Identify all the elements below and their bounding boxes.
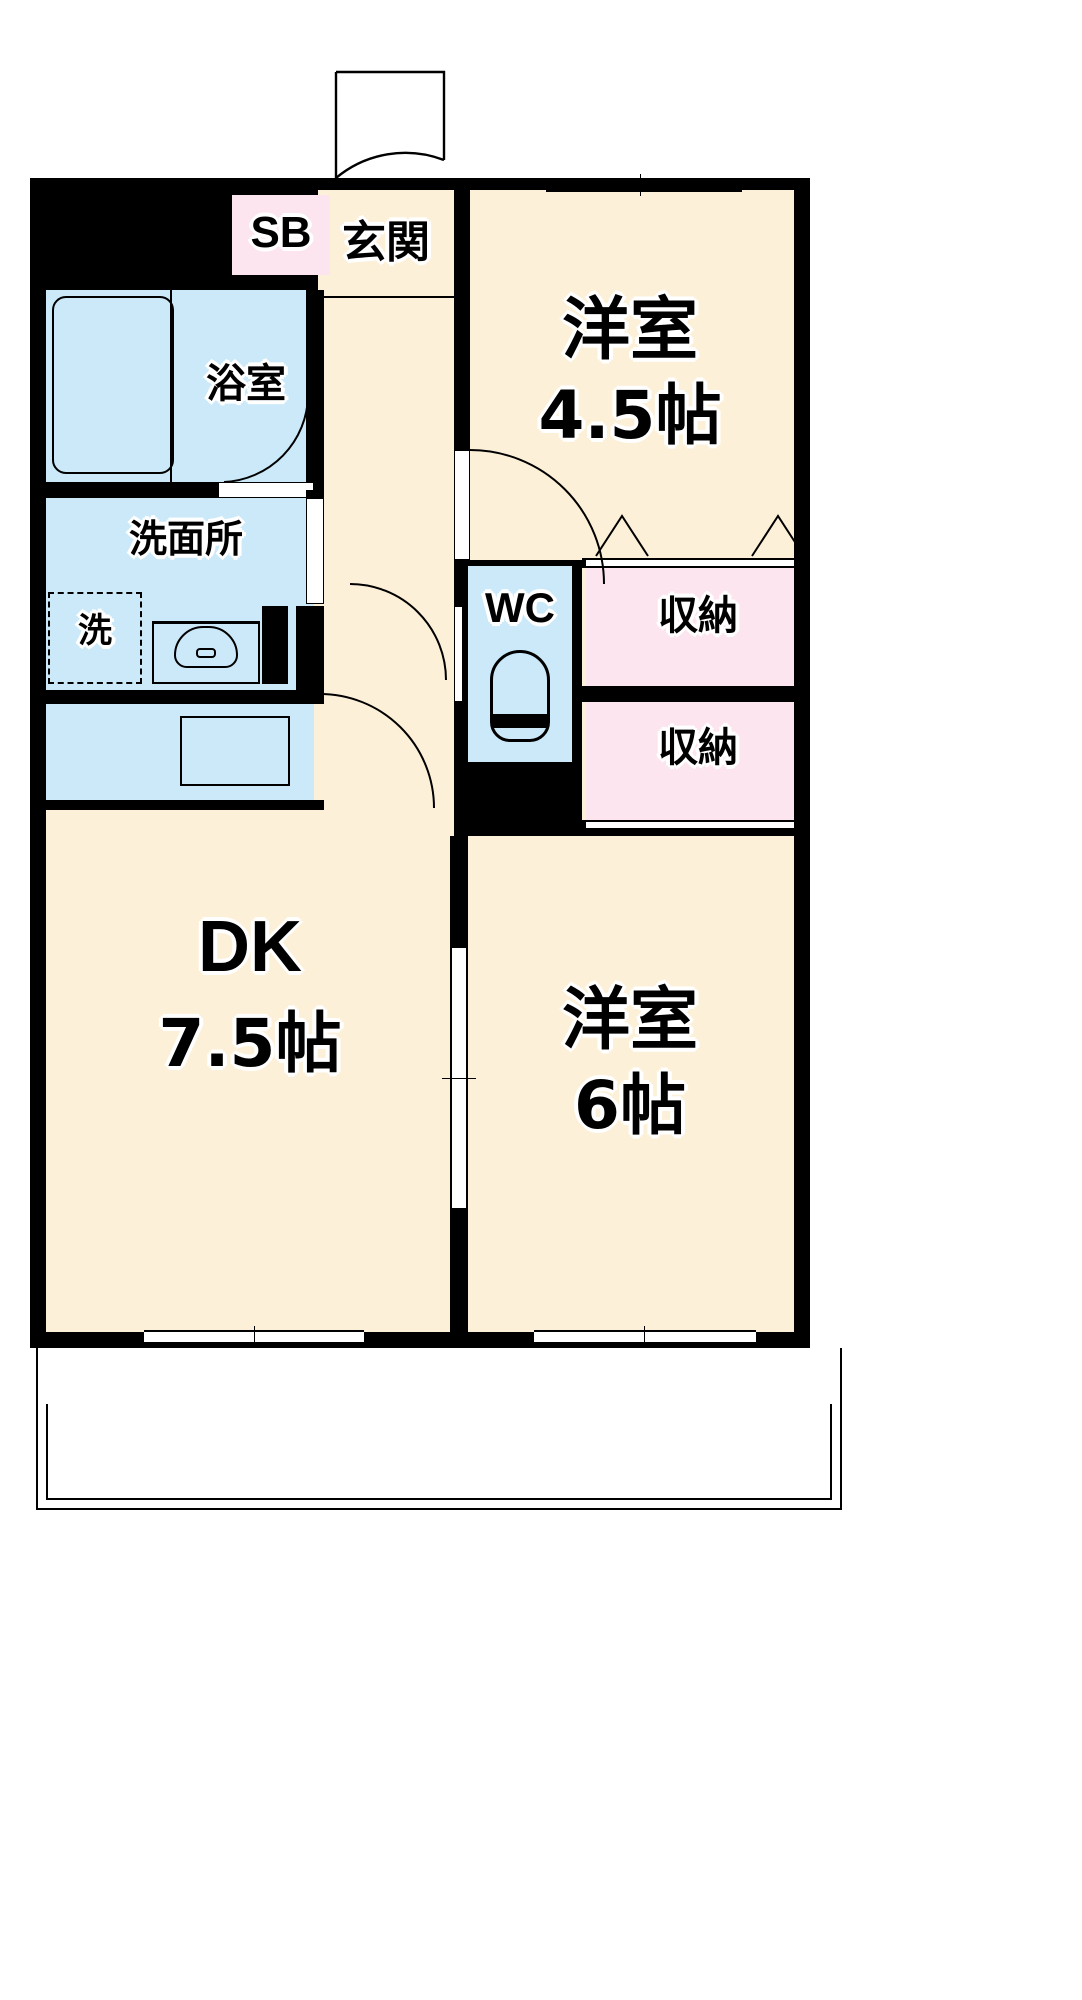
wall-outer-left bbox=[30, 178, 46, 1348]
label-dk-name: DK bbox=[198, 907, 302, 987]
wall-bath-bottom bbox=[30, 482, 218, 498]
washroom-door-opening bbox=[306, 498, 324, 604]
label-dk-area: 7.5帖 bbox=[158, 1005, 342, 1082]
toilet-tank bbox=[492, 714, 548, 728]
wall-post-washroom-2 bbox=[296, 606, 324, 690]
label-bath: 浴室 bbox=[206, 361, 286, 407]
wall-outer-right bbox=[794, 178, 810, 1348]
wall-bath-right bbox=[306, 290, 324, 490]
wall-dk-room6-lower bbox=[450, 1208, 468, 1336]
label-room6-name: 洋室 bbox=[561, 981, 698, 1060]
label-genkan: 玄関 bbox=[342, 217, 430, 268]
window-dk-bottom-mullion bbox=[254, 1326, 255, 1348]
wall-closet-middle bbox=[582, 686, 810, 702]
room-shoe-box bbox=[232, 195, 330, 275]
washer-pad bbox=[48, 592, 142, 684]
wall-genkan-right bbox=[454, 178, 470, 450]
genkan-step-line bbox=[318, 296, 454, 298]
window-room6-bottom bbox=[534, 1330, 756, 1344]
label-shoe-box: SB bbox=[250, 208, 312, 257]
wall-washroom-bottom bbox=[30, 690, 324, 704]
wall-outer-top bbox=[30, 178, 810, 190]
toilet-bowl bbox=[490, 650, 550, 742]
window-room6-bottom-mullion bbox=[644, 1326, 645, 1348]
label-room45-name: 洋室 bbox=[561, 291, 698, 370]
bathtub bbox=[52, 296, 174, 474]
balcony-inner-line bbox=[46, 1404, 832, 1500]
wall-dk-room6-upper bbox=[450, 836, 468, 948]
closet-upper-sliding-door bbox=[586, 558, 810, 568]
wall-post-washroom bbox=[262, 606, 288, 684]
label-closet-lower: 収納 bbox=[658, 725, 738, 771]
closet-lower-sliding-door bbox=[586, 820, 810, 830]
vanity-basin bbox=[174, 626, 238, 668]
room-closet-upper bbox=[586, 568, 810, 686]
label-washroom: 洗面所 bbox=[128, 517, 243, 561]
label-washer: 洗 bbox=[78, 611, 112, 651]
room45-door-opening bbox=[454, 450, 470, 560]
wall-kitchen-bottom bbox=[30, 800, 324, 810]
label-room6-area: 6帖 bbox=[574, 1067, 686, 1144]
label-room45-area: 4.5帖 bbox=[538, 377, 722, 454]
vanity-drain bbox=[196, 648, 216, 658]
kitchen-sink bbox=[180, 716, 290, 786]
bath-tub-divider bbox=[170, 290, 172, 482]
label-wc: WC bbox=[485, 584, 555, 631]
entry-door bbox=[334, 70, 446, 179]
sliding-door-center-mark bbox=[442, 1078, 476, 1079]
bath-door-opening bbox=[218, 482, 314, 498]
label-closet-upper: 収納 bbox=[658, 593, 738, 639]
room-closet-lower bbox=[586, 702, 810, 820]
